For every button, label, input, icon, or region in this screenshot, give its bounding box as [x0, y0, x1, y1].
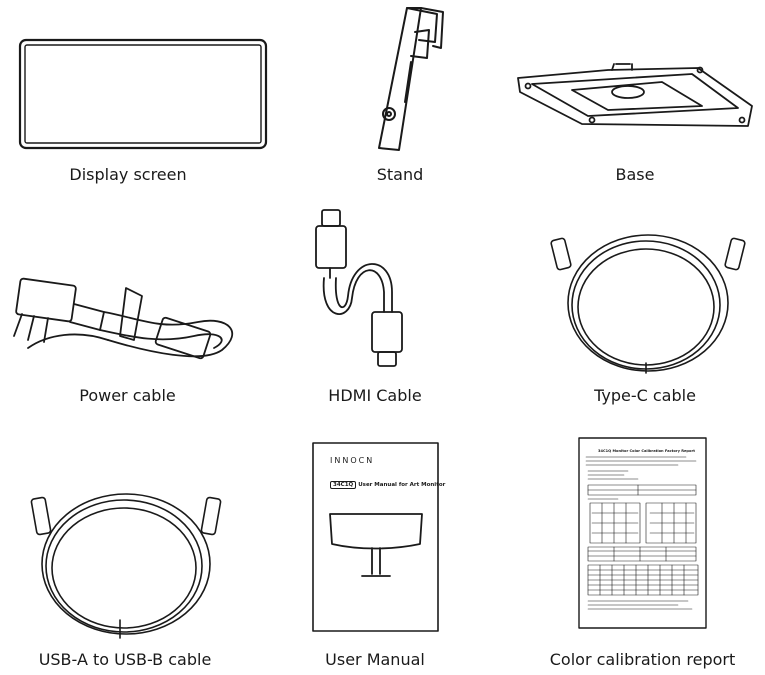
stand-label: Stand — [376, 165, 424, 184]
calibration-report-illustration: 34C1Q Monitor Color Calibration Factory … — [578, 437, 708, 631]
report-title: 34C1Q Monitor Color Calibration Factory … — [598, 449, 695, 453]
base-label: Base — [615, 165, 655, 184]
user-manual-label: User Manual — [325, 650, 425, 669]
manual-model-tag: 34C1Q — [330, 481, 357, 489]
base-illustration — [512, 62, 762, 134]
hdmi-cable-label: HDMI Cable — [328, 386, 422, 405]
color-calibration-report-label: Color calibration report — [549, 650, 736, 669]
power-cable-label: Power cable — [79, 386, 176, 405]
usb-cable-label: USB-A to USB-B cable — [38, 650, 212, 669]
hdmi-cable-illustration — [300, 202, 440, 372]
type-c-cable-illustration — [550, 215, 750, 375]
manual-subtitle: User Manual for Art Monitor — [358, 482, 446, 488]
usb-cable-illustration — [28, 470, 228, 640]
display-screen-label: Display screen — [69, 165, 187, 184]
type-c-cable-label: Type-C cable — [594, 386, 696, 405]
display-screen-illustration — [18, 38, 268, 150]
power-cable-illustration — [8, 270, 248, 370]
manual-brand: INNOCN — [330, 456, 375, 465]
stand-illustration — [355, 2, 455, 157]
